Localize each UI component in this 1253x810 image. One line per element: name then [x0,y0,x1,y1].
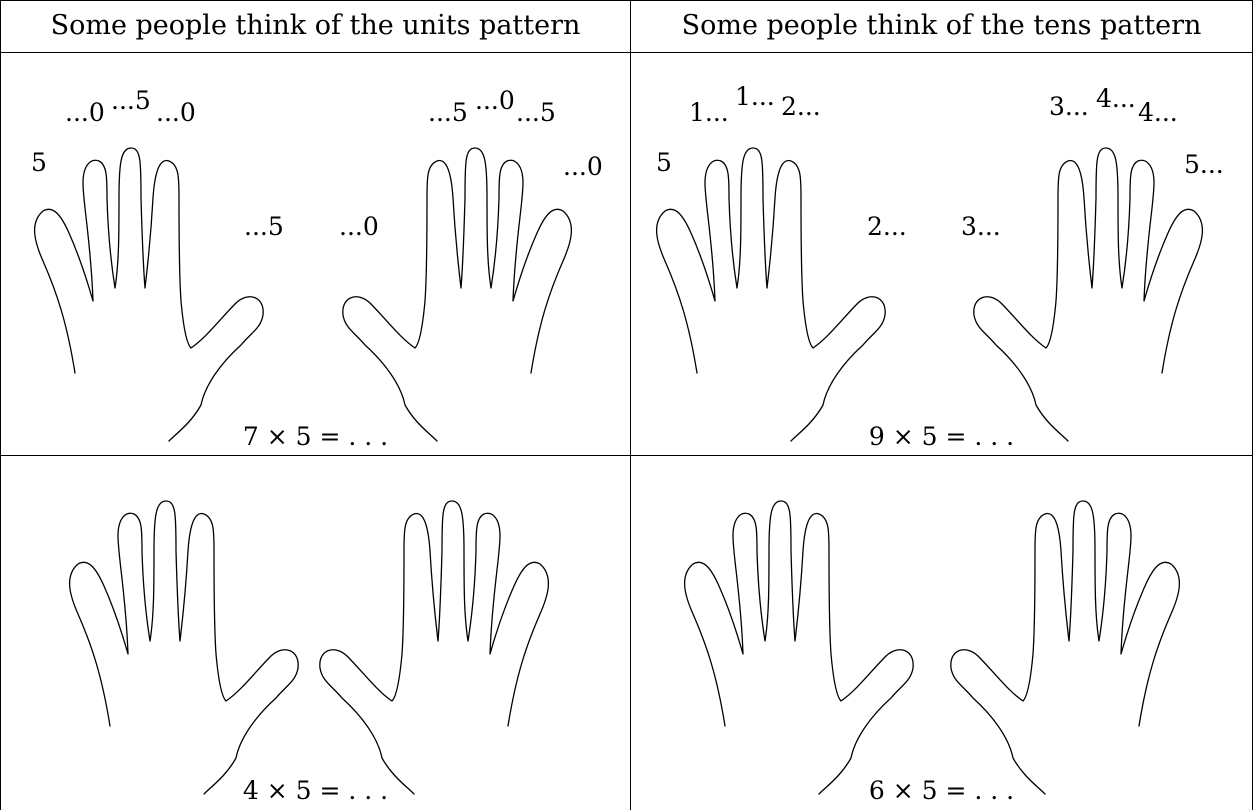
header-tens-pattern: Some people think of the tens pattern [681,10,1202,41]
right-pinky-label: 5... [1184,150,1224,179]
header-divider [0,52,1253,53]
right-hand-path [319,500,549,795]
row-divider [0,455,1253,456]
left-hand-path [34,147,264,442]
right-hand-outline [319,500,549,795]
right-thumb-label: ...0 [339,212,379,241]
left-hand-path [69,500,299,795]
left-hand-outline [34,147,264,442]
right-hand-path [950,500,1180,795]
left-hand-outline [684,500,914,795]
equation-4x5: 4 × 5 = . . . [242,776,389,805]
header-units-pattern: Some people think of the units pattern [50,10,581,41]
hands-illustration [656,147,1203,442]
right-ring-label: ...5 [516,98,556,127]
right-middle-label: ...0 [475,86,515,115]
left-ring-label: ...0 [156,98,196,127]
left-pinky-label: 2... [867,212,907,241]
right-pinky-label: ...0 [563,152,603,181]
equation-7x5: 7 × 5 = . . . [242,422,389,451]
left-thumb-label: 5 [656,148,672,177]
cell-units-7x5: 5 ...0 ...5 ...0 ...5 ...0 ...5 ...0 ...… [1,53,630,455]
left-middle-label: ...5 [111,86,151,115]
left-hand-path [656,147,886,442]
equation-9x5: 9 × 5 = . . . [868,422,1015,451]
right-hand-outline [973,147,1203,442]
right-ring-label: 4... [1138,98,1178,127]
left-hand-outline [656,147,886,442]
left-pinky-label: ...5 [244,212,284,241]
hands-illustration [69,500,549,795]
cell-6x5: 6 × 5 = . . . [631,456,1252,810]
cell-4x5: 4 × 5 = . . . [1,456,630,810]
hands-illustration [684,500,1180,795]
right-hand-path [342,147,572,442]
left-hand-path [684,500,914,795]
right-hand-outline [342,147,572,442]
left-middle-label: 1... [735,82,775,111]
equation-6x5: 6 × 5 = . . . [868,776,1015,805]
left-index-label: 1... [689,98,729,127]
left-ring-label: 2... [781,92,821,121]
cell-tens-9x5: 5 1... 1... 2... 2... 3... 3... 4... 4..… [631,53,1252,455]
table-border-left [0,0,1,810]
left-thumb-label: 5 [31,148,47,177]
right-hand-outline [950,500,1180,795]
right-hand-path [973,147,1203,442]
right-index-label: ...5 [428,98,468,127]
left-index-label: ...0 [65,98,105,127]
left-hand-outline [69,500,299,795]
table-border-top [0,0,1253,1]
right-thumb-label: 3... [961,212,1001,241]
right-middle-label: 4... [1096,84,1136,113]
hands-illustration [34,147,572,442]
column-divider [630,0,631,810]
right-index-label: 3... [1049,92,1089,121]
